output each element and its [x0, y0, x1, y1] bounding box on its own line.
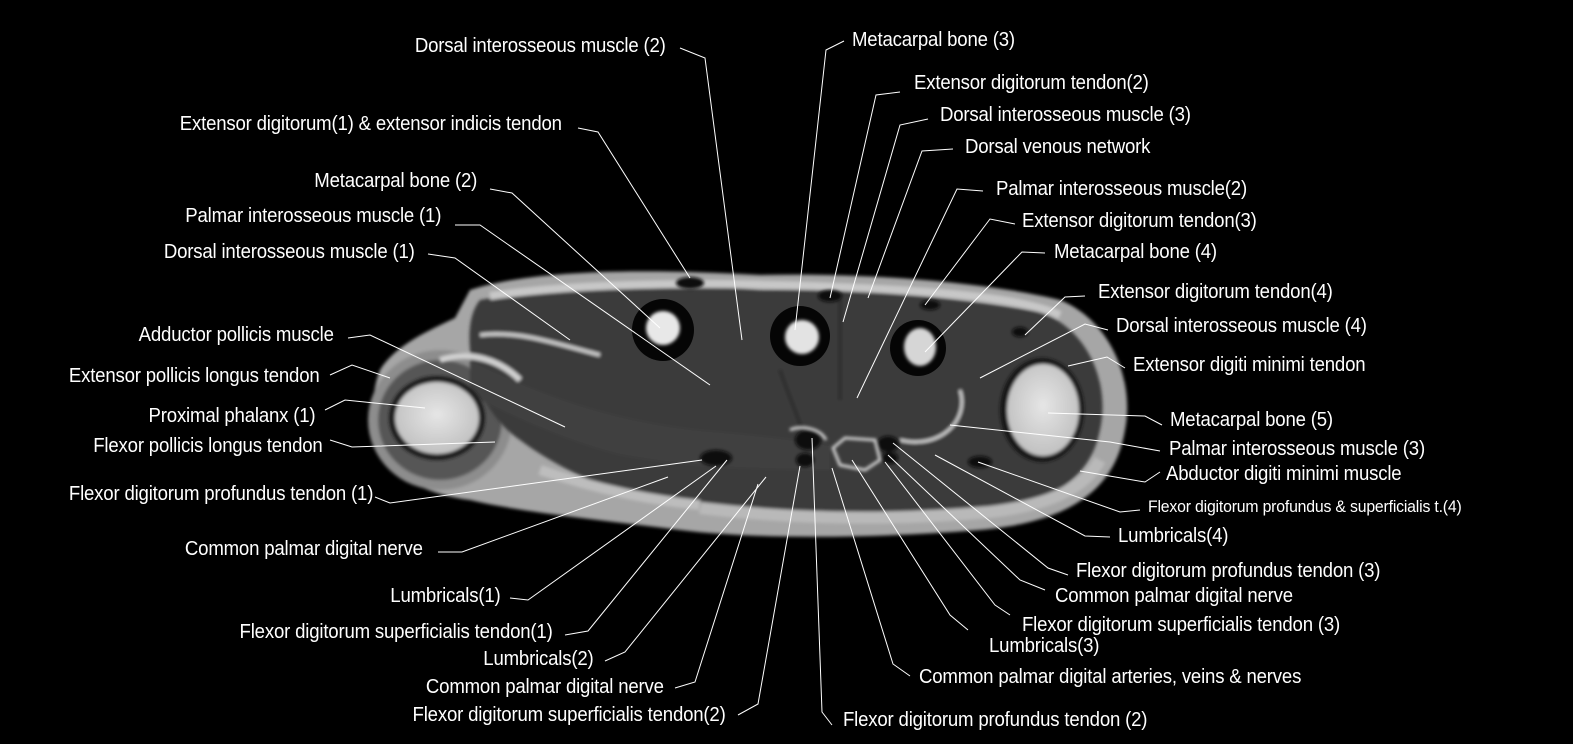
label-extensor-pollicis-longus: Extensor pollicis longus tendon [69, 365, 320, 387]
label-proximal-phalanx-1: Proximal phalanx (1) [148, 405, 315, 427]
metacarpal-bone-2 [632, 299, 694, 361]
label-fds-tendon-3: Flexor digitorum superficialis tendon (3… [1022, 614, 1341, 636]
label-lumbricals-3: Lumbricals(3) [989, 635, 1100, 657]
label-lumbricals-1: Lumbricals(1) [390, 585, 501, 607]
label-extensor-digitorum-tendon-4: Extensor digitorum tendon(4) [1098, 281, 1333, 303]
label-common-palmar-digital-vessels-nerves: Common palmar digital arteries, veins & … [919, 666, 1302, 688]
label-lumbricals-2: Lumbricals(2) [483, 648, 594, 670]
label-extensor-digitorum-tendon-3: Extensor digitorum tendon(3) [1022, 210, 1257, 232]
label-palmar-interosseous-2: Palmar interosseous muscle(2) [996, 178, 1247, 200]
label-extensor-digitorum-1-indicis: Extensor digitorum(1) & extensor indicis… [179, 113, 562, 135]
label-fds-tendon-1: Flexor digitorum superficialis tendon(1) [239, 621, 553, 643]
metacarpal-bone-4 [890, 320, 946, 376]
label-metacarpal-bone-3: Metacarpal bone (3) [852, 29, 1015, 51]
label-palmar-interosseous-1: Palmar interosseous muscle (1) [185, 205, 441, 227]
label-fdp-tendon-2: Flexor digitorum profundus tendon (2) [843, 709, 1148, 731]
label-extensor-digiti-minimi: Extensor digiti minimi tendon [1133, 354, 1366, 376]
label-metacarpal-bone-4: Metacarpal bone (4) [1054, 241, 1217, 263]
label-dorsal-interosseous-1: Dorsal interosseous muscle (1) [164, 241, 415, 263]
metacarpal-bone-3 [770, 306, 830, 366]
label-dorsal-interosseous-3: Dorsal interosseous muscle (3) [940, 104, 1191, 126]
label-flexor-pollicis-longus: Flexor pollicis longus tendon [93, 435, 324, 457]
label-palmar-interosseous-3: Palmar interosseous muscle (3) [1169, 438, 1425, 460]
label-fdp-tendon-3: Flexor digitorum profundus tendon (3) [1076, 560, 1381, 582]
label-metacarpal-bone-5: Metacarpal bone (5) [1170, 409, 1333, 431]
label-common-palmar-digital-nerve-2: Common palmar digital nerve [426, 676, 664, 698]
label-fdp-fds-tendon-4: Flexor digitorum profundus & superficial… [1148, 497, 1462, 516]
label-common-palmar-digital-nerve-1: Common palmar digital nerve [185, 538, 423, 560]
label-extensor-digitorum-tendon-2: Extensor digitorum tendon(2) [914, 72, 1149, 94]
label-lumbricals-4: Lumbricals(4) [1118, 525, 1229, 547]
metacarpal-bone-5 [1000, 358, 1084, 462]
label-dorsal-venous-network: Dorsal venous network [965, 136, 1151, 158]
proximal-phalanx-1 [389, 376, 485, 460]
label-common-palmar-digital-nerve-3: Common palmar digital nerve [1055, 585, 1293, 607]
label-abductor-digiti-minimi: Abductor digiti minimi muscle [1166, 463, 1402, 485]
label-adductor-pollicis: Adductor pollicis muscle [138, 324, 334, 346]
label-metacarpal-bone-2: Metacarpal bone (2) [314, 170, 477, 192]
label-dorsal-interosseous-4: Dorsal interosseous muscle (4) [1116, 315, 1367, 337]
label-fdp-tendon-1: Flexor digitorum profundus tendon (1) [68, 483, 374, 505]
label-dorsal-interosseous-2: Dorsal interosseous muscle (2) [415, 35, 666, 57]
label-fds-tendon-2: Flexor digitorum superficialis tendon(2) [412, 704, 726, 726]
